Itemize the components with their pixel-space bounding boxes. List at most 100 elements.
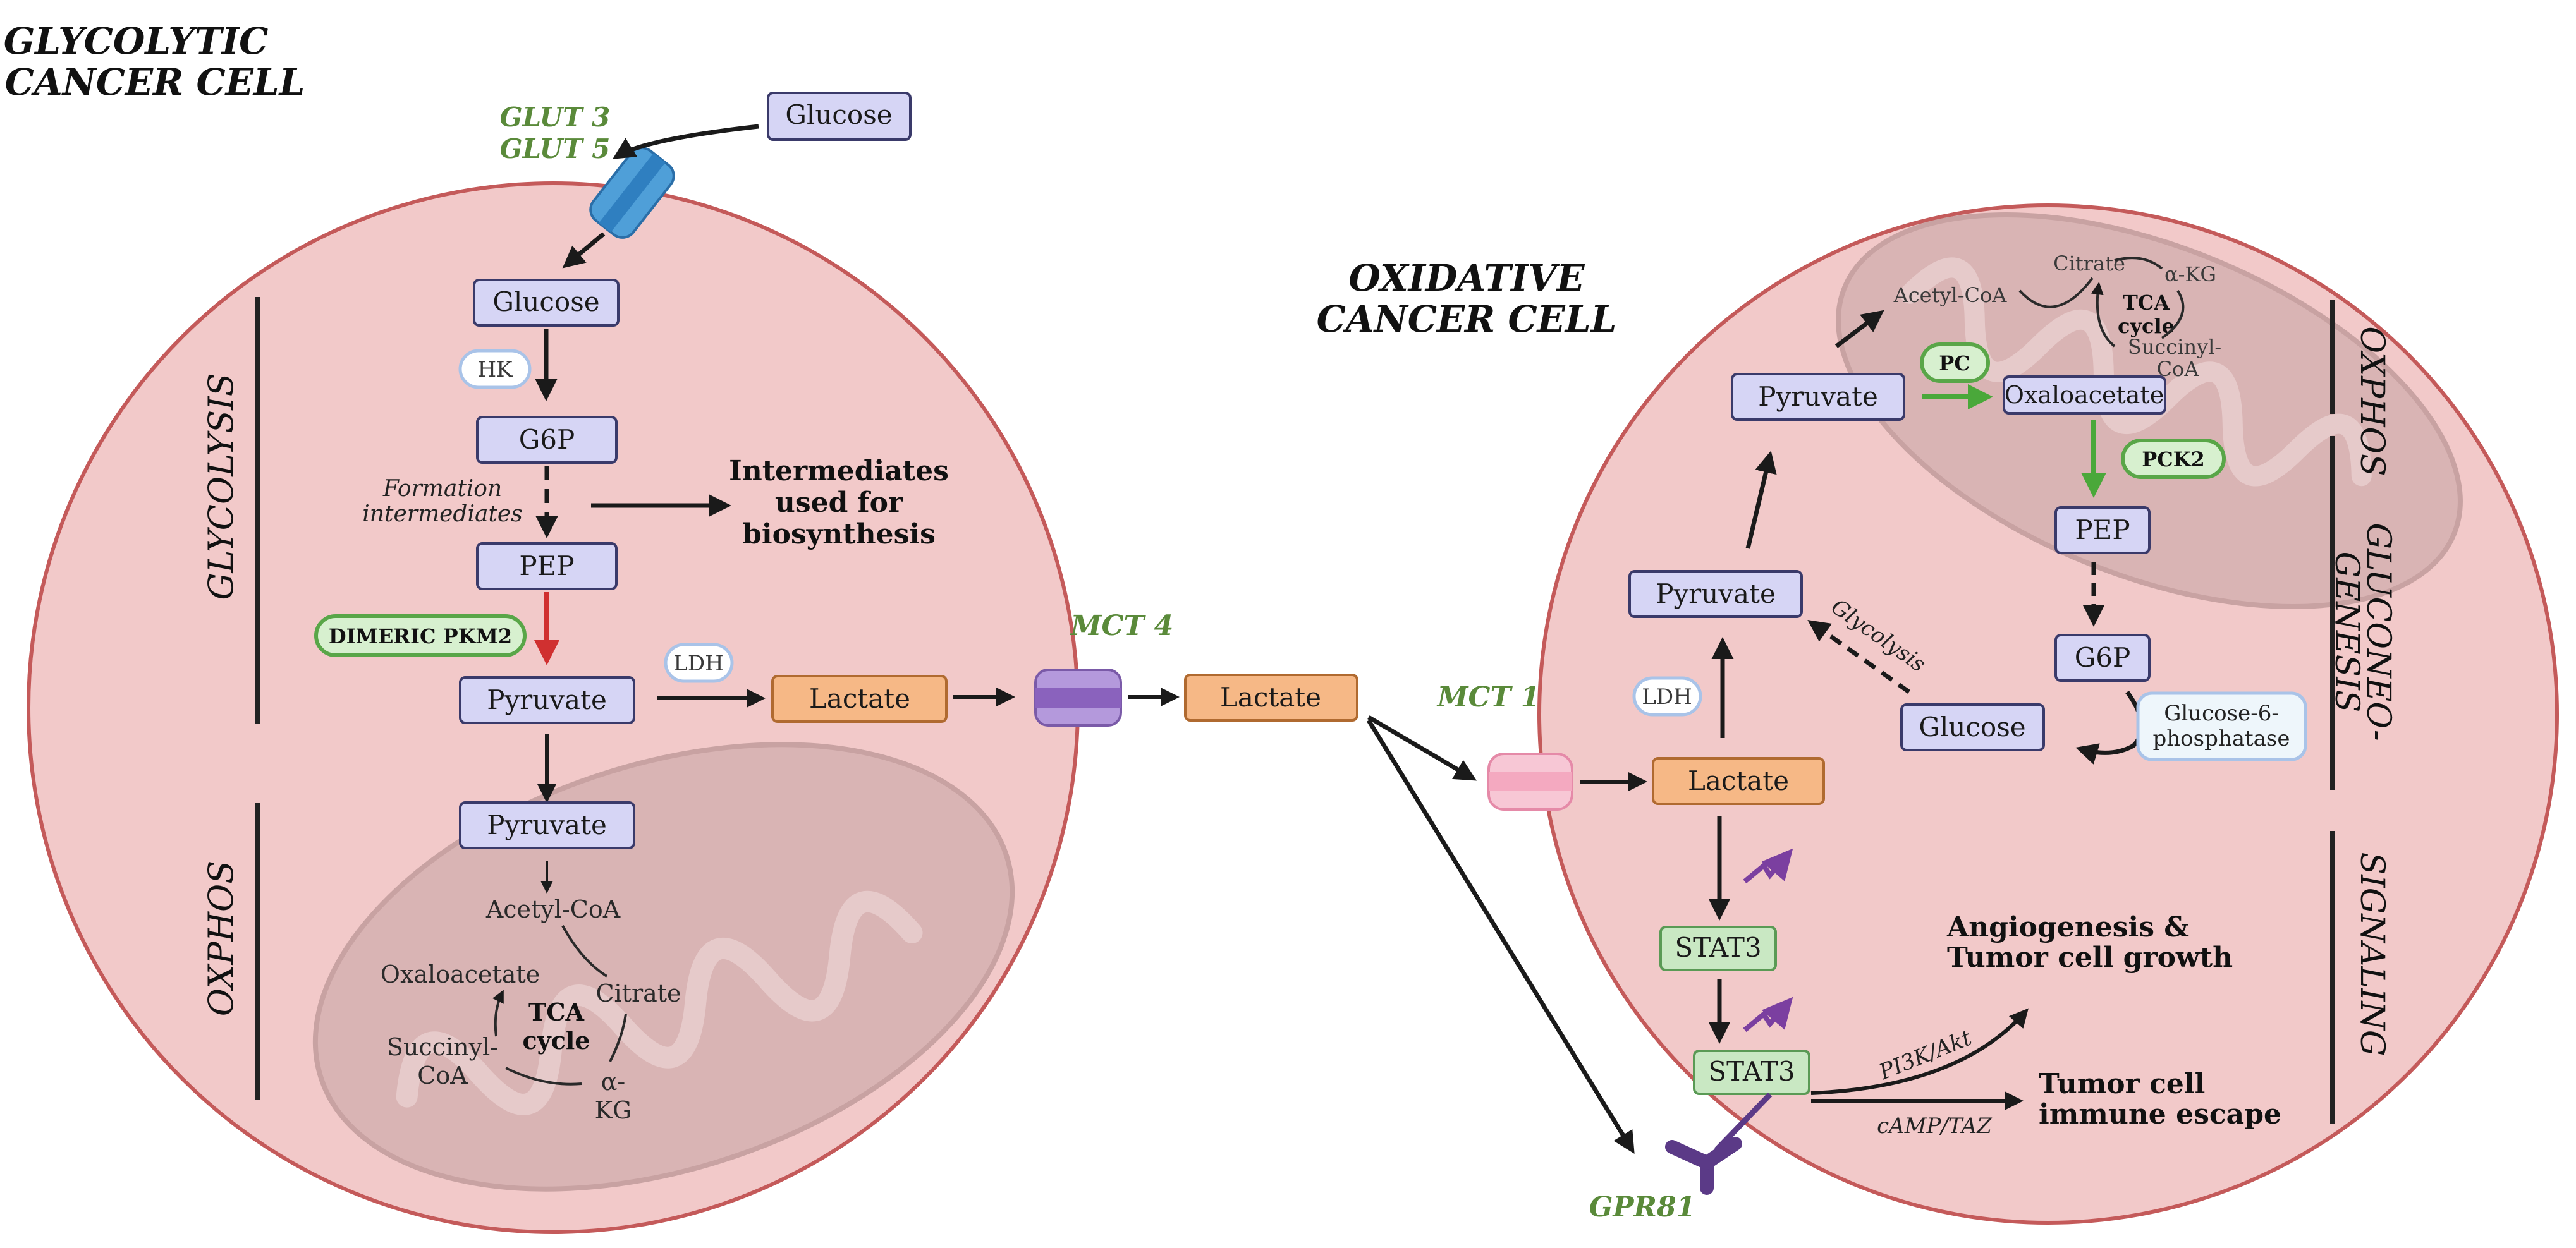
pck2-badge	[2121, 439, 2226, 479]
g6pase-badge	[2136, 691, 2307, 761]
stat3-box-2	[1693, 1050, 1810, 1095]
stat3-label-1: STAT3	[1675, 932, 1761, 963]
pyruvate-top-box	[1731, 373, 1905, 421]
hk-badge	[458, 349, 532, 389]
formation-label-1: Formation	[382, 476, 502, 502]
glucose-uptake-arrow	[613, 124, 759, 159]
citrate-right: Citrate	[2053, 251, 2125, 276]
intermediates-label-1: Intermediates	[729, 455, 949, 487]
stat3-label-2: STAT3	[1708, 1056, 1795, 1087]
pep-label-right: PEP	[2075, 514, 2130, 545]
gpr81-receptor-icon	[1665, 1092, 1773, 1195]
outside-glucose-box	[767, 92, 912, 141]
acetyl-coa-right: Acetyl-CoA	[1893, 283, 2008, 307]
oxidative-title-line2: CANCER CELL	[1317, 298, 1617, 341]
pyruvate-label: Pyruvate	[487, 684, 607, 715]
oxaloacetate-box	[2003, 375, 2166, 415]
glycolysis-side-label: GLYCOLYSIS	[201, 373, 241, 600]
immune-escape-label-2: immune escape	[2039, 1098, 2281, 1130]
oxaloacetate-left: Oxaloacetate	[381, 960, 540, 988]
stat3-box-1	[1659, 926, 1777, 971]
tca-left-2: cycle	[523, 1026, 590, 1055]
oxaloacetate-label: Oxaloacetate	[2005, 381, 2164, 409]
lactate-box-right	[1652, 757, 1825, 805]
lactate-to-mct1-arrow	[1367, 715, 1477, 781]
mct4-transporter-icon	[1034, 669, 1122, 727]
acetyl-coa-left: Acetyl-CoA	[485, 895, 621, 923]
pyruvate-to-top-pyruvate-arrow	[1745, 451, 1777, 549]
glucose-label-right: Glucose	[1919, 712, 2025, 742]
mct4-label: MCT 4	[1070, 610, 1173, 642]
tca-cycle-arrows-left	[496, 925, 627, 1086]
tca-right-2: cycle	[2118, 314, 2175, 338]
immune-escape-label-1: Tumor cell	[2039, 1068, 2205, 1100]
hk-label: HK	[477, 357, 513, 382]
glut5-label: GLUT 5	[500, 133, 611, 164]
akg-left-2: KG	[595, 1096, 632, 1124]
g6p-box	[476, 416, 618, 464]
oxphos-side-label-right: OXPHOS	[2353, 326, 2391, 476]
ldh-badge-left	[664, 643, 734, 683]
pep-box	[476, 542, 618, 590]
g6pase-label-2: phosphatase	[2152, 726, 2290, 751]
outside-glucose-label: Glucose	[785, 99, 892, 130]
mct1-transporter-icon	[1487, 753, 1573, 811]
citrate-left: Citrate	[595, 979, 681, 1007]
pyruvate-to-acetyl-arrow-right	[1834, 310, 1884, 348]
pyruvate-label-right: Pyruvate	[1656, 578, 1776, 609]
lactate-to-gpr81-arrow	[1367, 719, 1635, 1154]
succinyl-left-2: CoA	[417, 1062, 468, 1089]
lactate-box-left	[771, 675, 948, 723]
intermediates-label-2: used for	[775, 487, 903, 519]
glut3-label: GLUT 3	[500, 102, 611, 133]
g6p-box-right	[2054, 634, 2151, 682]
gluconeogenesis-side-label-2: GENESIS	[2328, 552, 2365, 713]
angiogenesis-label-2: Tumor cell growth	[1947, 942, 2233, 974]
g6p-label-right: G6P	[2075, 642, 2131, 673]
formation-label-2: intermediates	[362, 501, 522, 527]
oxidative-title-line1: OXIDATIVE	[1348, 257, 1585, 300]
gpr81-label: GPR81	[1589, 1191, 1695, 1223]
pc-badge	[1920, 342, 1990, 383]
glucose-box-right	[1900, 703, 2045, 751]
lactate-label-middle: Lactate	[1220, 682, 1321, 713]
akg-left-1: α-	[601, 1068, 626, 1096]
pep-label: PEP	[519, 550, 574, 581]
pyruvate-top-label: Pyruvate	[1758, 381, 1878, 412]
pyruvate-box-right	[1628, 570, 1803, 618]
lactate-label-right: Lactate	[1688, 765, 1789, 796]
pc-label: PC	[1939, 351, 1970, 375]
tca-cycle-arrows-right	[2018, 257, 2185, 348]
pyruvate-mito-label: Pyruvate	[487, 809, 607, 840]
activation-signal-icon-1	[1743, 848, 1793, 884]
pep-box-right	[2054, 506, 2151, 554]
succinyl-left-1: Succinyl-	[387, 1033, 498, 1061]
camp-taz-label: cAMP/TAZ	[1877, 1113, 1993, 1139]
ldh-badge-right	[1632, 676, 1702, 717]
angiogenesis-label-1: Angiogenesis &	[1946, 911, 2189, 943]
pck2-label: PCK2	[2142, 447, 2205, 471]
tca-left-1: TCA	[528, 998, 585, 1026]
pkm2-badge	[314, 614, 527, 657]
pyruvate-mito-box	[459, 801, 635, 849]
glycolytic-title-line1: GLYCOLYTIC	[4, 20, 269, 63]
glut-transporter-icon	[589, 147, 675, 239]
pi3k-akt-arrow	[1810, 1008, 2029, 1095]
glucose-label: Glucose	[492, 286, 599, 317]
activation-signal-icon-2	[1743, 997, 1793, 1033]
oxphos-side-label-left: OXPHOS	[201, 861, 241, 1016]
glucose-entry-arrow	[562, 232, 606, 269]
ldh-label-right: LDH	[1642, 684, 1692, 710]
signaling-side-label: SIGNALING	[2353, 852, 2391, 1057]
pyruvate-box	[459, 676, 635, 724]
glycolytic-title-line2: CANCER CELL	[5, 61, 305, 104]
tca-right-1: TCA	[2123, 291, 2170, 315]
ldh-label-left: LDH	[673, 651, 724, 676]
g6p-label: G6P	[519, 424, 575, 455]
mct1-label: MCT 1	[1436, 681, 1540, 713]
akg-right: α-KG	[2164, 262, 2216, 286]
left-mitochondrion	[312, 742, 1015, 1192]
lactate-box-middle	[1184, 674, 1358, 722]
pkm2-label: DIMERIC PKM2	[329, 624, 512, 648]
